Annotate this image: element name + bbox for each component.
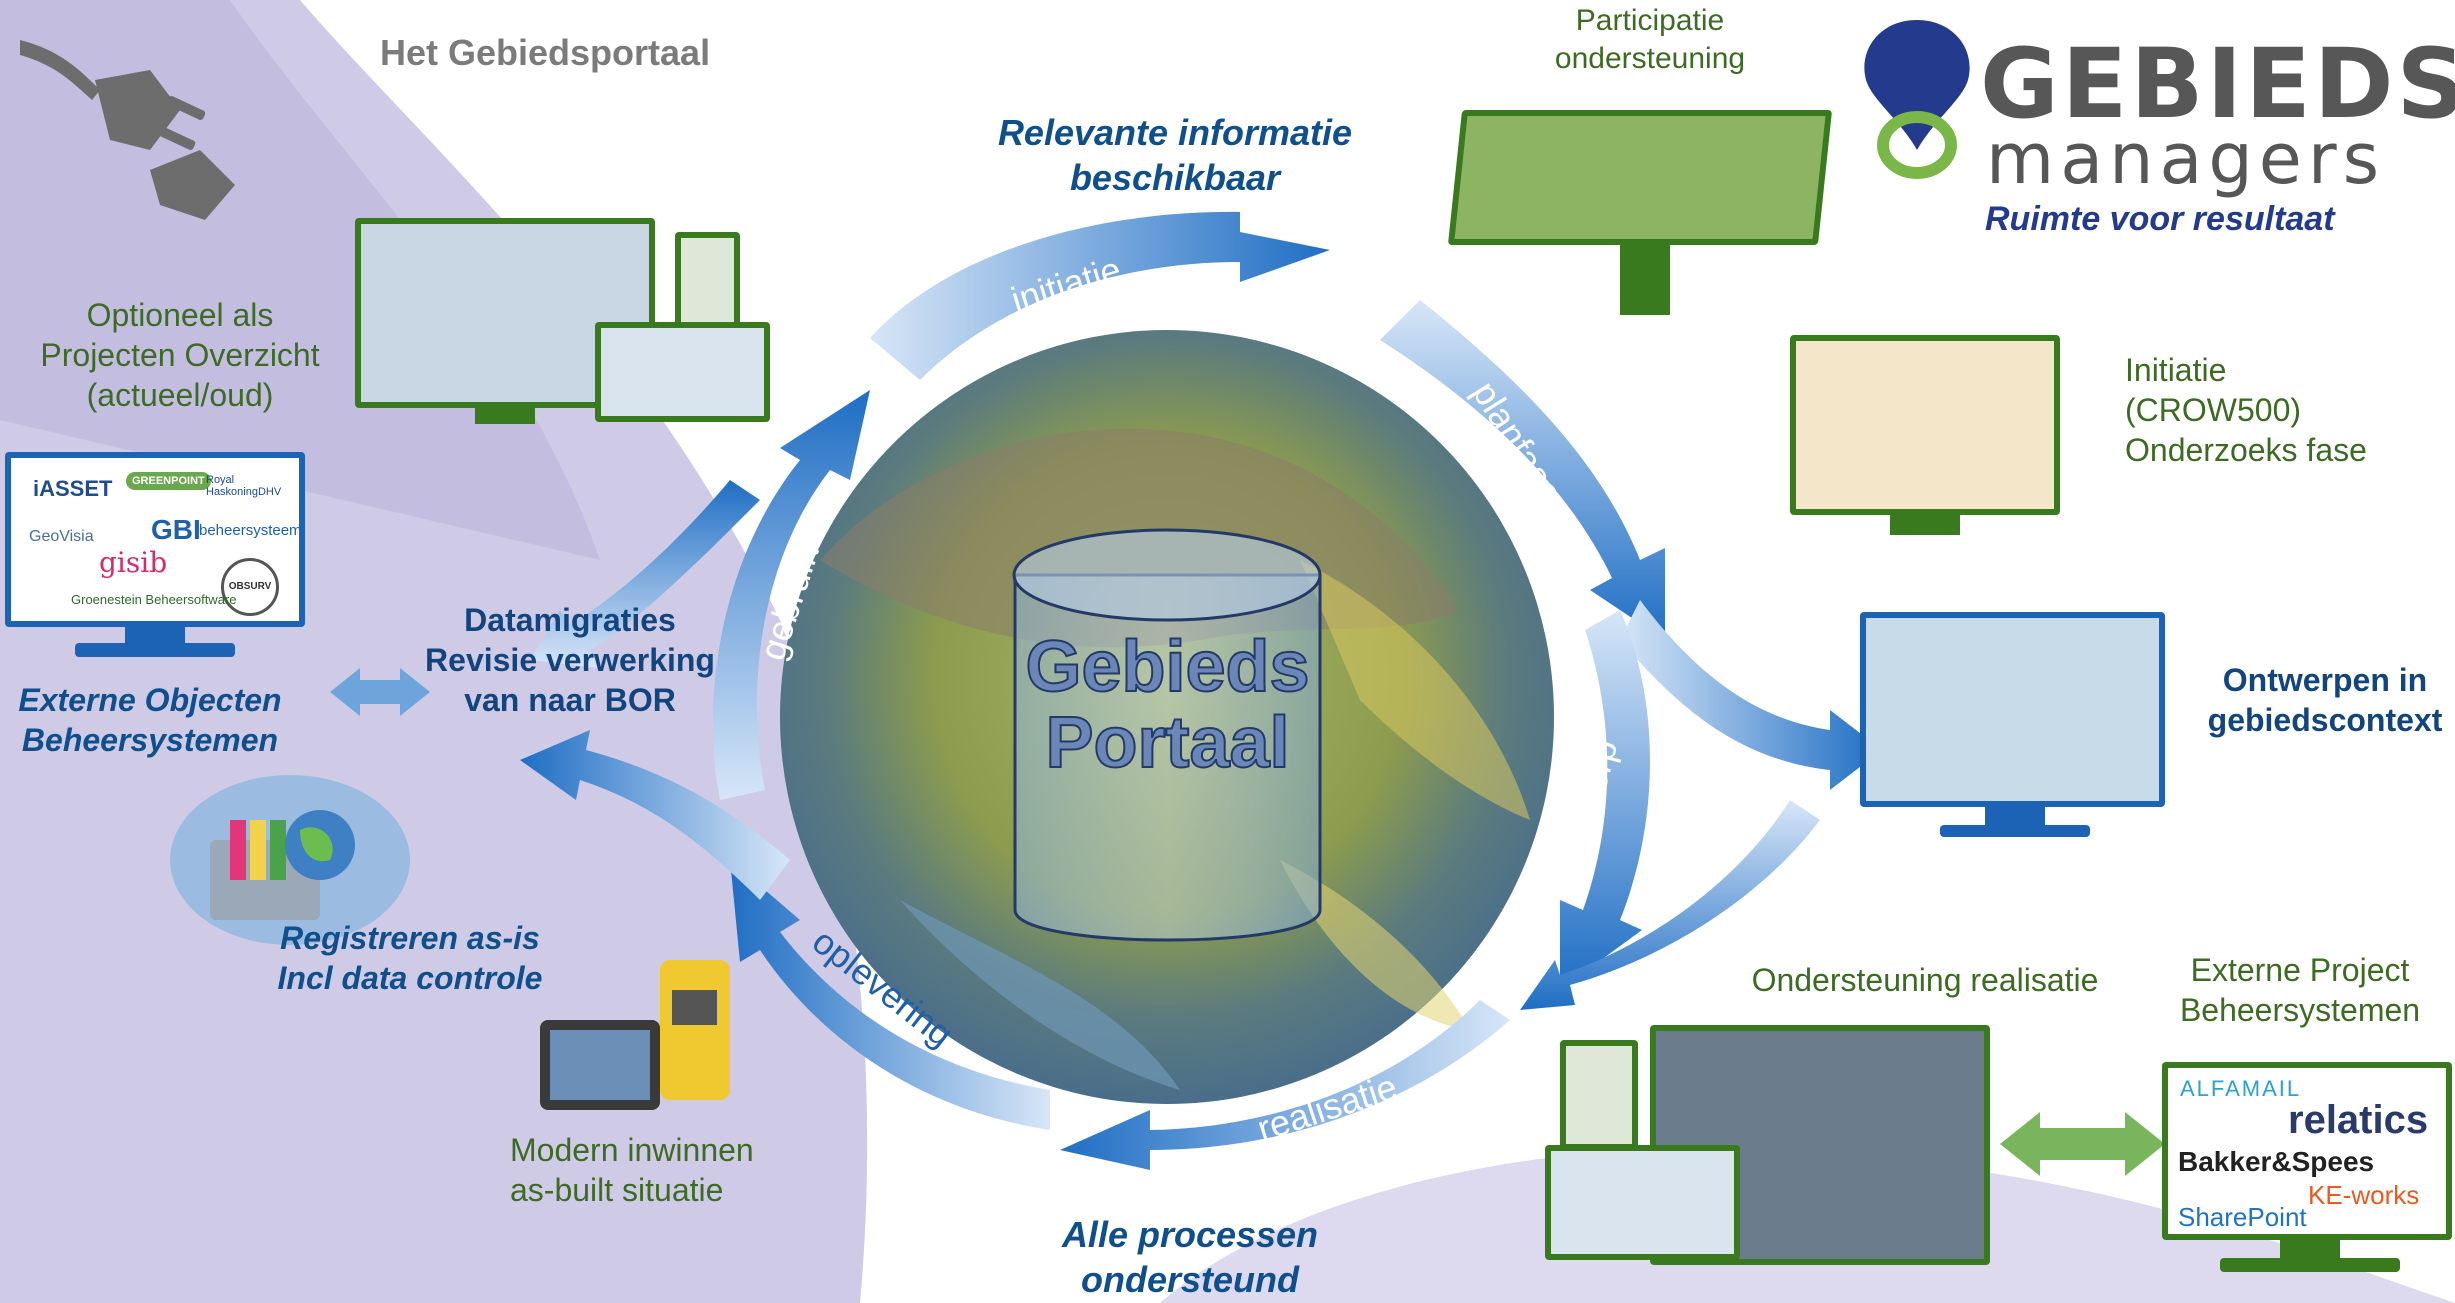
logo-royal-haskoning: Royal HaskoningDHV: [206, 474, 282, 499]
object-systems-monitor: iASSET GREENPOINT Royal HaskoningDHV Geo…: [5, 452, 305, 627]
logo-gisib: gisib: [99, 546, 168, 579]
projects-phone: [675, 232, 740, 332]
logo-gbi: GBI: [151, 514, 201, 545]
initiatie-monitor: [1790, 335, 2060, 515]
logo-bakker-spees: Bakker&Spees: [2178, 1146, 2375, 1177]
projects-tablet: [595, 322, 770, 422]
logo-wordmark-bottom: managers: [1986, 118, 2386, 200]
logo-iasset: iASSET: [33, 476, 113, 501]
participation-stand: [1620, 245, 1670, 315]
logo-greenpoint: GREENPOINT: [126, 472, 211, 490]
logo-ke-works: KE-works: [2308, 1180, 2420, 1210]
ontwerpen-monitor: [1860, 612, 2165, 807]
logo-wordmark-top: GEBIEDS: [1980, 28, 2455, 140]
label-initiatie: Initiatie(CROW500)Onderzoeks fase: [2125, 352, 2367, 468]
realisatie-phone: [1560, 1040, 1638, 1150]
logo-obsurv: OBSURV: [221, 558, 279, 616]
logo-relatics: relatics: [2288, 1098, 2429, 1142]
logo-beheersysteem: beheersysteem: [199, 522, 299, 539]
participation-screen: [1447, 110, 1833, 245]
ontwerpen-monitor-base: [1940, 825, 2090, 837]
project-systems-stand: [2280, 1240, 2340, 1260]
portal-title: Het Gebiedsportaal: [380, 32, 711, 73]
realisatie-tablet: [1545, 1145, 1740, 1260]
project-systems-base: [2220, 1258, 2400, 1272]
logo-tagline: Ruimte voor resultaat: [1985, 200, 2335, 238]
object-systems-stand: [125, 627, 185, 645]
logo-sharepoint: SharePoint: [2178, 1202, 2307, 1232]
initiatie-monitor-stand: [1890, 515, 1960, 535]
projects-monitor-stand: [475, 408, 535, 424]
object-systems-base: [75, 643, 235, 657]
logo-alfamail: ALFAMAIL: [2180, 1076, 2302, 1101]
logo-groenestein: Groenestein Beheersoftware: [71, 592, 237, 607]
project-systems-monitor: ALFAMAIL relatics Bakker&Spees KE-works …: [2162, 1062, 2452, 1240]
ontwerpen-monitor-stand: [1985, 807, 2045, 827]
label-ondersteuning-realisatie: Ondersteuning realisatie: [1751, 962, 2099, 998]
logo-geovisia: GeoVisia: [29, 528, 94, 545]
